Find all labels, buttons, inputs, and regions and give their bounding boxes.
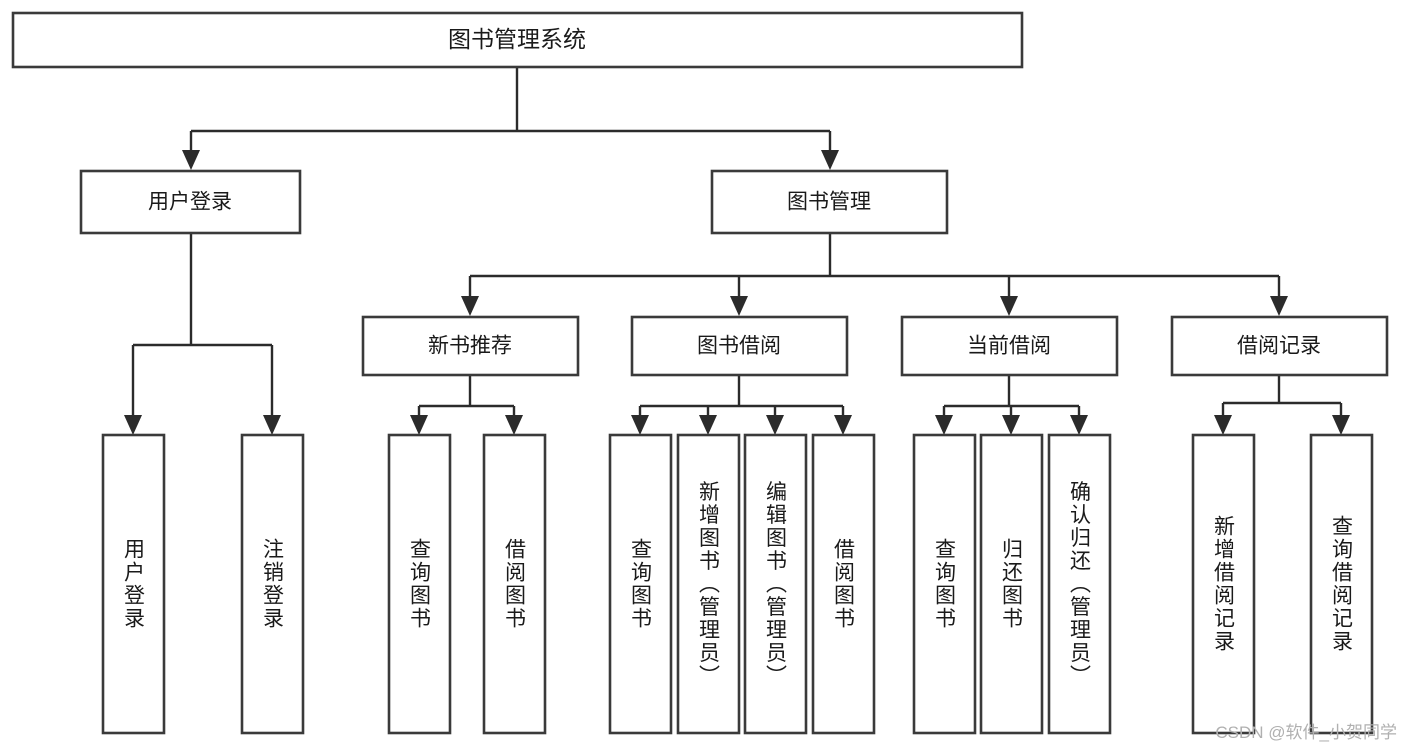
- arrowhead-bb-query-book: [631, 415, 649, 435]
- arrowhead-book-mgmt: [821, 150, 839, 170]
- node-book-management[interactable]: 图书管理: [710, 169, 949, 235]
- borrow-record-label: 借阅记录: [1237, 335, 1321, 358]
- leaf-box-book-borrow-query[interactable]: [608, 433, 673, 735]
- root-label: 图书管理系统: [448, 26, 586, 52]
- node-new-book-recommend[interactable]: 新书推荐: [361, 315, 580, 377]
- connectors-root-to-level2: [182, 67, 839, 170]
- leaf-label-current-borrow-return: 归还图书: [1000, 538, 1024, 630]
- leaf-borrow-record-query[interactable]: 查询借阅记录: [1309, 433, 1374, 735]
- arrowhead-user-login: [182, 150, 200, 170]
- leaf-label-current-borrow-query: 查询图书: [933, 538, 957, 630]
- book-management-label: 图书管理: [787, 191, 871, 214]
- user-login-box[interactable]: [79, 169, 302, 235]
- leaf-label-book-borrow-edit: 编辑图书（管理员）: [764, 481, 788, 688]
- leaf-new-book-borrow[interactable]: 借阅图书: [482, 433, 547, 735]
- arrowhead-leaf-user-login: [124, 415, 142, 435]
- leaf-box-new-book-borrow[interactable]: [482, 433, 547, 735]
- current-borrow-label: 当前借阅: [967, 335, 1051, 358]
- leaf-box-new-book-query[interactable]: [387, 433, 452, 735]
- arrowhead-current-borrow: [1000, 296, 1018, 316]
- arrowhead-br-query-record: [1332, 415, 1350, 435]
- leaf-label-book-borrow-query: 查询图书: [629, 538, 653, 630]
- leaf-box-user-login-logout[interactable]: [240, 433, 305, 735]
- leaf-borrow-record-add[interactable]: 新增借阅记录: [1191, 433, 1256, 735]
- arrowhead-cb-confirm-return: [1070, 415, 1088, 435]
- leaf-current-borrow-confirm[interactable]: 确认归还（管理员）: [1047, 433, 1112, 735]
- connectors-book-borrow-to-leaves: [631, 375, 852, 435]
- leaf-box-current-borrow-confirm[interactable]: [1047, 433, 1112, 735]
- leaf-new-book-query[interactable]: 查询图书: [387, 433, 452, 735]
- node-user-login[interactable]: 用户登录: [79, 169, 302, 235]
- leaf-label-borrow-record-query: 查询借阅记录: [1330, 515, 1354, 653]
- leaf-box-book-borrow-edit[interactable]: [743, 433, 808, 735]
- connectors-user-login-to-leaves: [124, 233, 281, 435]
- arrowhead-leaf-logout: [263, 415, 281, 435]
- arrowhead-bb-add-book: [699, 415, 717, 435]
- leaf-book-borrow-add[interactable]: 新增图书（管理员）: [676, 433, 741, 735]
- connectors-borrow-record-to-leaves: [1214, 375, 1350, 435]
- leaf-box-book-borrow-add[interactable]: [676, 433, 741, 735]
- node-book-borrow[interactable]: 图书借阅: [630, 315, 849, 377]
- connectors-current-borrow-to-leaves: [935, 375, 1088, 435]
- leaf-box-borrow-record-query[interactable]: [1309, 433, 1374, 735]
- current-borrow-box[interactable]: [900, 315, 1119, 377]
- leaf-label-book-borrow-add: 新增图书（管理员）: [697, 481, 721, 688]
- borrow-record-box[interactable]: [1170, 315, 1389, 377]
- leaf-book-borrow-query[interactable]: 查询图书: [608, 433, 673, 735]
- arrowhead-bb-borrow-book: [834, 415, 852, 435]
- arrowhead-cb-return-book: [1002, 415, 1020, 435]
- leaf-user-login-logout[interactable]: 注销登录: [240, 433, 305, 735]
- leaf-label-borrow-record-add: 新增借阅记录: [1212, 515, 1236, 653]
- leaf-current-borrow-query[interactable]: 查询图书: [912, 433, 977, 735]
- leaf-label-current-borrow-confirm: 确认归还（管理员）: [1068, 481, 1092, 688]
- arrowhead-cb-query-book: [935, 415, 953, 435]
- leaf-label-user-login-signin: 用户登录: [122, 538, 146, 630]
- arrowhead-nb-borrow-book: [505, 415, 523, 435]
- leaf-box-borrow-record-add[interactable]: [1191, 433, 1256, 735]
- leaf-book-borrow-edit[interactable]: 编辑图书（管理员）: [743, 433, 808, 735]
- leaf-current-borrow-return[interactable]: 归还图书: [979, 433, 1044, 735]
- leaf-label-book-borrow-borrow: 借阅图书: [832, 538, 856, 630]
- user-login-label: 用户登录: [148, 191, 232, 214]
- book-borrow-label: 图书借阅: [697, 335, 781, 358]
- book-borrow-box[interactable]: [630, 315, 849, 377]
- book-management-box[interactable]: [710, 169, 949, 235]
- leaf-box-user-login-signin[interactable]: [101, 433, 166, 735]
- leaf-user-login-signin[interactable]: 用户登录: [101, 433, 166, 735]
- leaf-box-book-borrow-borrow[interactable]: [811, 433, 876, 735]
- new-book-recommend-label: 新书推荐: [428, 335, 512, 358]
- connectors-book-mgmt-to-level3: [461, 233, 1288, 316]
- new-book-recommend-box[interactable]: [361, 315, 580, 377]
- node-current-borrow[interactable]: 当前借阅: [900, 315, 1119, 377]
- leaf-book-borrow-borrow[interactable]: 借阅图书: [811, 433, 876, 735]
- arrowhead-new-book-recommend: [461, 296, 479, 316]
- leaf-label-user-login-logout: 注销登录: [261, 538, 285, 630]
- arrowhead-bb-edit-book: [766, 415, 784, 435]
- root-box[interactable]: [11, 11, 1024, 69]
- arrowhead-borrow-record: [1270, 296, 1288, 316]
- arrowhead-nb-query-book: [410, 415, 428, 435]
- connectors-new-book-to-leaves: [410, 375, 523, 435]
- leaf-box-current-borrow-return[interactable]: [979, 433, 1044, 735]
- node-borrow-record[interactable]: 借阅记录: [1170, 315, 1389, 377]
- leaf-box-current-borrow-query[interactable]: [912, 433, 977, 735]
- leaf-label-new-book-borrow: 借阅图书: [503, 538, 527, 630]
- arrowhead-br-add-record: [1214, 415, 1232, 435]
- node-root-book-management-system[interactable]: 图书管理系统: [11, 11, 1024, 69]
- leaf-label-new-book-query: 查询图书: [408, 538, 432, 630]
- arrowhead-book-borrow: [730, 296, 748, 316]
